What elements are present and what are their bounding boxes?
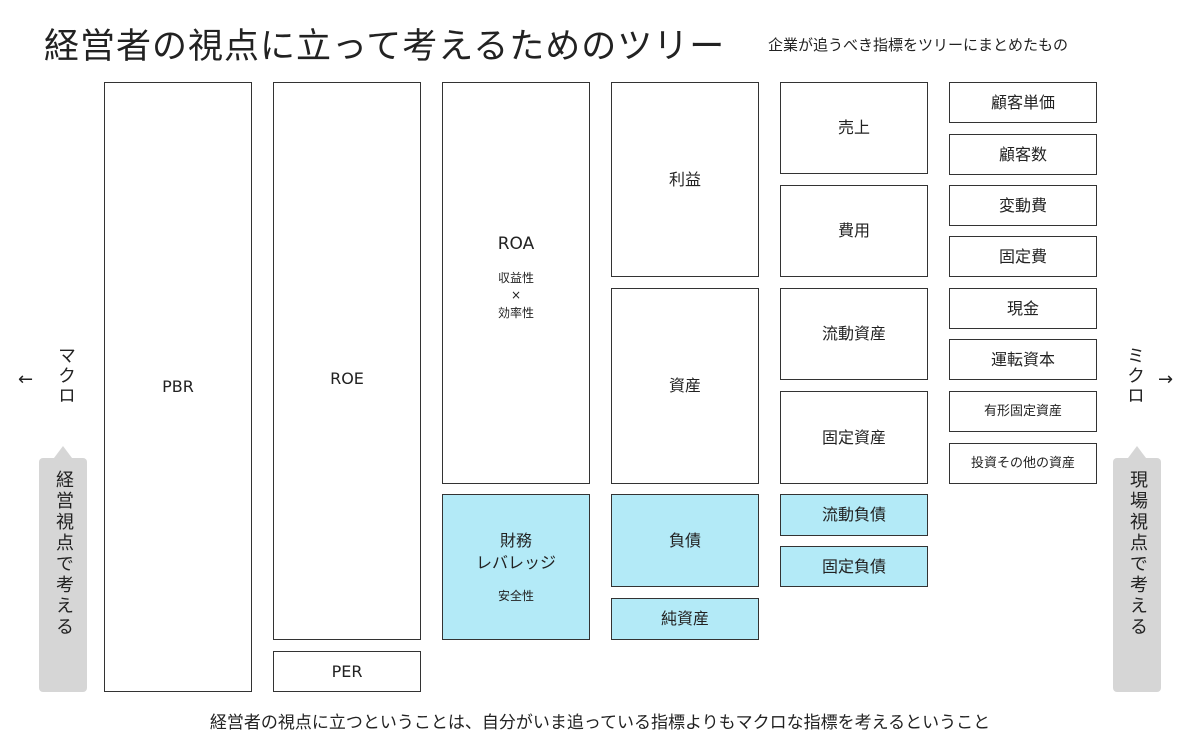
assets-box: 資産 <box>611 288 759 484</box>
pbr-box: PBR <box>104 82 252 692</box>
page-title: 経営者の視点に立って考えるためのツリー <box>44 27 726 67</box>
variable-cost-box: 変動費 <box>949 185 1097 226</box>
investments-other-assets-box: 投資その他の資産 <box>949 443 1097 484</box>
field-perspective-callout: 現場視点で考える <box>1113 446 1161 692</box>
working-capital-box: 運転資本 <box>949 339 1097 380</box>
current-assets-box: 流動資産 <box>780 288 928 380</box>
fixed-assets-box: 固定資産 <box>780 391 928 484</box>
customers-box: 顧客数 <box>949 134 1097 175</box>
footer-caption: 経営者の視点に立つということは、自分がいま追っている指標よりもマクロな指標を考え… <box>209 713 991 733</box>
roa-formula: 収益性 × 効率性 <box>497 270 534 320</box>
right-arrow-icon: → <box>1158 369 1174 390</box>
per-box: PER <box>273 651 421 692</box>
fixed-liabilities-box: 固定負債 <box>780 546 928 587</box>
current-liabilities-box: 流動負債 <box>780 494 928 536</box>
roa-box: ROA 収益性 × 効率性 <box>442 82 590 484</box>
fixed-cost-box: 固定費 <box>949 236 1097 277</box>
macro-label: マクロ <box>55 346 76 406</box>
cash-box: 現金 <box>949 288 1097 329</box>
page-subtitle: 企業が追うべき指標をツリーにまとめたもの <box>768 36 1069 54</box>
financial-leverage-box: 財務 レバレッジ 安全性 <box>442 494 590 640</box>
micro-label: ミクロ <box>1124 346 1145 406</box>
costs-box: 費用 <box>780 185 928 277</box>
management-perspective-callout: 経営視点で考える <box>39 446 87 692</box>
net-assets-box: 純資産 <box>611 598 759 640</box>
sales-box: 売上 <box>780 82 928 174</box>
profit-box: 利益 <box>611 82 759 277</box>
left-arrow-icon: ← <box>18 369 34 390</box>
unit-price-box: 顧客単価 <box>949 82 1097 123</box>
roe-box: ROE <box>273 82 421 640</box>
liabilities-box: 負債 <box>611 494 759 587</box>
tangible-fixed-assets-box: 有形固定資産 <box>949 391 1097 432</box>
